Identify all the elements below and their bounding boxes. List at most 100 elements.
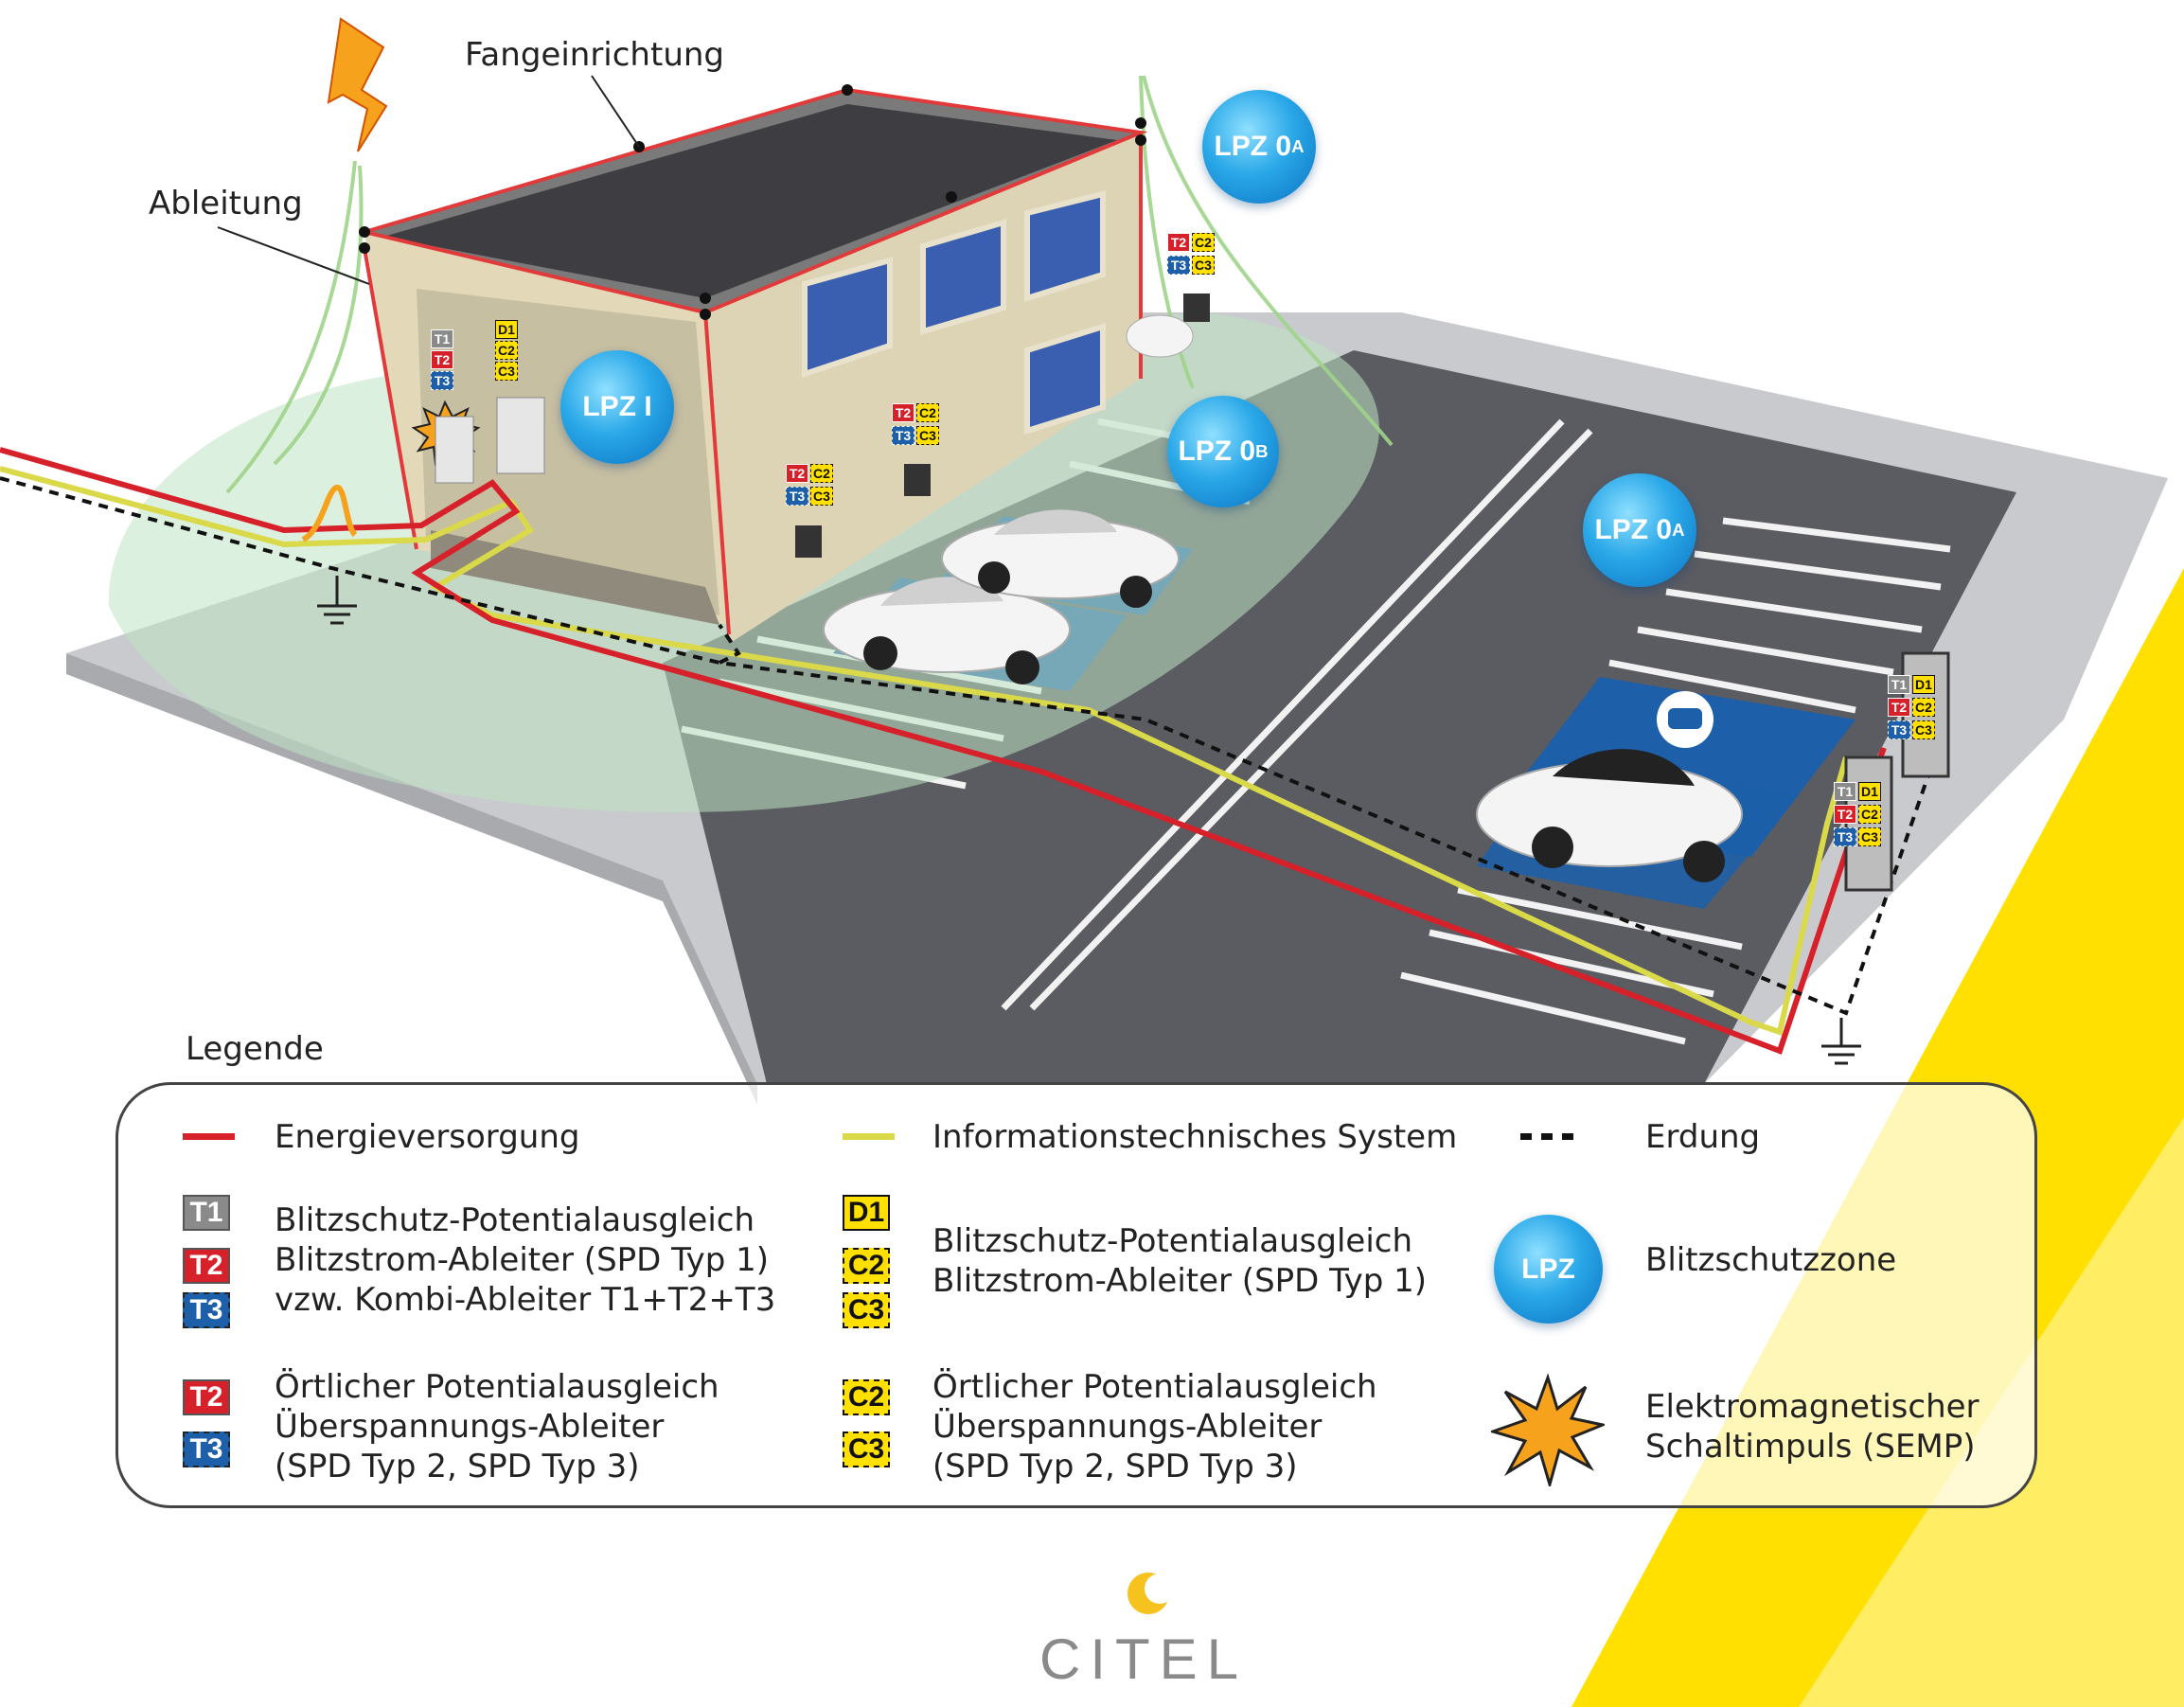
scene-tag-t3: T3: [1888, 720, 1910, 739]
car-3: [1476, 749, 1743, 882]
building-windows: [802, 190, 1106, 436]
legend-energy-label: Energieversorgung: [275, 1118, 580, 1156]
lpz-0b-label: LPZ 0: [1178, 436, 1256, 467]
scene-tag-t1: T1: [431, 329, 453, 348]
legend-info-label: Informationstechnisches System: [932, 1118, 1458, 1156]
lightning-bolt-icon: [327, 17, 388, 152]
building-garage-floor: [431, 530, 719, 625]
scene-tag-t2: T2: [1888, 698, 1910, 717]
charger-wall-3: [1183, 293, 1210, 322]
scene-tag-t3: T3: [431, 371, 453, 390]
legend-tag-c2: C2: [843, 1248, 890, 1284]
scene-tag-t3: T3: [1167, 256, 1190, 275]
legend-lpz-badge: LPZ: [1494, 1215, 1603, 1324]
legend-tag-t3-local: T3: [183, 1431, 230, 1467]
scene-tag-c3: C3: [1912, 720, 1935, 739]
legend-tag-c3-local: C3: [843, 1431, 890, 1467]
legend-energy-line: [183, 1133, 235, 1140]
distribution-box-1: [435, 416, 474, 484]
legend-tag-t1: T1: [183, 1195, 230, 1231]
legend-spd1-line2: Blitzstrom-Ableiter (SPD Typ 1): [275, 1241, 770, 1279]
legend-lpz-desc: Blitzschutzzone: [1645, 1241, 1897, 1279]
lpz-0b-subscript: B: [1255, 441, 1269, 461]
legend-lpz-label: LPZ: [1521, 1253, 1575, 1285]
lpz-i-badge: LPZ I: [560, 350, 674, 464]
legend-tag-t2-local: T2: [183, 1379, 230, 1415]
scene-tag-t3: T3: [892, 426, 914, 445]
charger-wall-1: [795, 525, 822, 558]
scene-tag-t1: T1: [1888, 675, 1910, 694]
scene-tag-c2: C2: [810, 464, 833, 483]
sidewalk-edge: [66, 653, 757, 1105]
scene-tag-t2: T2: [786, 464, 808, 483]
car-2: [941, 509, 1180, 608]
scene-tag-t2: T2: [431, 350, 453, 369]
scene-tag-t2: T2: [1834, 805, 1856, 824]
scene-tag-c2: C2: [1192, 233, 1215, 252]
scene-tag-d1: D1: [1912, 675, 1935, 694]
legend-semp-line1: Elektromagnetischer: [1645, 1388, 1980, 1426]
legend-spd1d-line1: Blitzschutz-Potentialausgleich: [932, 1222, 1413, 1260]
scene-tag-c2: C2: [495, 341, 518, 360]
citel-logo-text: CITEL: [1039, 1627, 1249, 1691]
legend-semp-line2: Schaltimpuls (SEMP): [1645, 1428, 1976, 1466]
legend-spd2d-line2: Überspannungs-Ableiter: [932, 1408, 1323, 1446]
legend-tag-c2-local: C2: [843, 1379, 890, 1415]
scene-tag-c2: C2: [916, 403, 939, 422]
leader-fangeinrichtung: [591, 75, 640, 148]
cables: [0, 447, 1933, 1055]
scene-tag-c2: C2: [1858, 805, 1881, 824]
distribution-box-2: [496, 397, 545, 474]
scene-tag-t2: T2: [1167, 233, 1190, 252]
legend-tag-t2: T2: [183, 1248, 230, 1284]
legend-earth-label: Erdung: [1645, 1118, 1761, 1156]
legend-title: Legende: [186, 1030, 324, 1068]
ev-parking-car-icon: [1668, 708, 1702, 729]
citel-logo-sun-cut: [1145, 1574, 1175, 1604]
label-fangeinrichtung: Fangeinrichtung: [465, 36, 724, 74]
lpz-0a-label: LPZ 0: [1214, 131, 1292, 162]
legend-spd1d-line2: Blitzstrom-Ableiter (SPD Typ 1): [932, 1262, 1428, 1300]
legend-tag-d1: D1: [843, 1195, 890, 1231]
scene-tag-t1: T1: [1834, 782, 1856, 801]
lpz-0a-lot-subscript: A: [1672, 520, 1685, 540]
scene-tag-c3: C3: [916, 426, 939, 445]
leader-ableitung: [217, 226, 370, 285]
car-4: [1126, 314, 1194, 358]
lpz-0a-subscript: A: [1291, 136, 1305, 156]
earth-symbol-left: [317, 576, 357, 625]
scene-tag-t3: T3: [786, 487, 808, 506]
lpz-i-label: LPZ I: [582, 391, 652, 422]
legend-info-line: [843, 1133, 895, 1140]
legend-earth-line: [1520, 1133, 1577, 1140]
legend-spd2d-line1: Örtlicher Potentialausgleich: [932, 1368, 1377, 1406]
scene-tag-c3: C3: [1192, 256, 1215, 275]
legend-spd2-line3: (SPD Typ 2, SPD Typ 3): [275, 1448, 640, 1485]
scene-tag-c2: C2: [1912, 698, 1935, 717]
legend-spd1-line3: vzw. Kombi-Ableiter T1+T2+T3: [275, 1281, 776, 1319]
legend-spd2-line1: Örtlicher Potentialausgleich: [275, 1368, 719, 1406]
legend-spd2d-line3: (SPD Typ 2, SPD Typ 3): [932, 1448, 1298, 1485]
legend-spd1-line1: Blitzschutz-Potentialausgleich: [275, 1201, 755, 1239]
earth-symbol-right: [1821, 1018, 1861, 1065]
legend-spd2-line2: Überspannungs-Ableiter: [275, 1408, 665, 1446]
legend-tag-t3: T3: [183, 1292, 230, 1328]
charging-station-1: [1844, 756, 1893, 892]
legend-box: [115, 1082, 2037, 1508]
legend-semp-star-icon: [1491, 1373, 1605, 1486]
lpz-0a-lot-label: LPZ 0: [1594, 514, 1673, 545]
scene-tag-t3: T3: [1834, 827, 1856, 846]
scene-tag-t2: T2: [892, 403, 914, 422]
surge-wave-icon: [301, 485, 358, 542]
building-roof-inner: [383, 104, 1117, 298]
scene-tag-c3: C3: [495, 362, 518, 381]
label-ableitung: Ableitung: [149, 185, 303, 222]
legend-tag-c3: C3: [843, 1292, 890, 1328]
scene-tag-c3: C3: [810, 487, 833, 506]
scene-tag-d1: D1: [495, 320, 518, 339]
scene-tag-c3: C3: [1858, 827, 1881, 846]
charger-wall-2: [904, 464, 931, 496]
